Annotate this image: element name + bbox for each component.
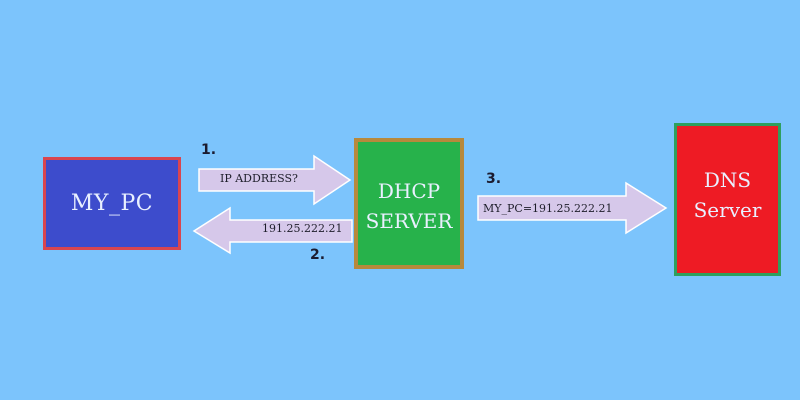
step-number-2: 2. [310, 247, 326, 263]
dns-label-line-2: Server [693, 197, 762, 222]
arrow-ip-request [198, 154, 352, 206]
dns-label-line-1: DNS [703, 167, 752, 192]
dhcp-server-node: DHCP SERVER [354, 138, 464, 269]
dns-server-node: DNS Server [674, 123, 781, 276]
my-pc-node: MY_PC [43, 157, 181, 250]
step-number-1: 1. [201, 142, 217, 158]
step-number-3: 3. [486, 171, 502, 187]
arrow-ip-response [192, 206, 353, 255]
dhcp-label-line-2: SERVER [365, 208, 453, 233]
my-pc-label: MY_PC [70, 191, 154, 216]
arrow-label-ip-request: IP ADDRESS? [220, 172, 298, 185]
arrow-label-dns-register: MY_PC=191.25.222.21 [483, 202, 613, 215]
arrow-dns-register [477, 181, 668, 235]
dhcp-label-line-1: DHCP [377, 178, 441, 203]
arrow-label-ip-response: 191.25.222.21 [262, 222, 343, 235]
